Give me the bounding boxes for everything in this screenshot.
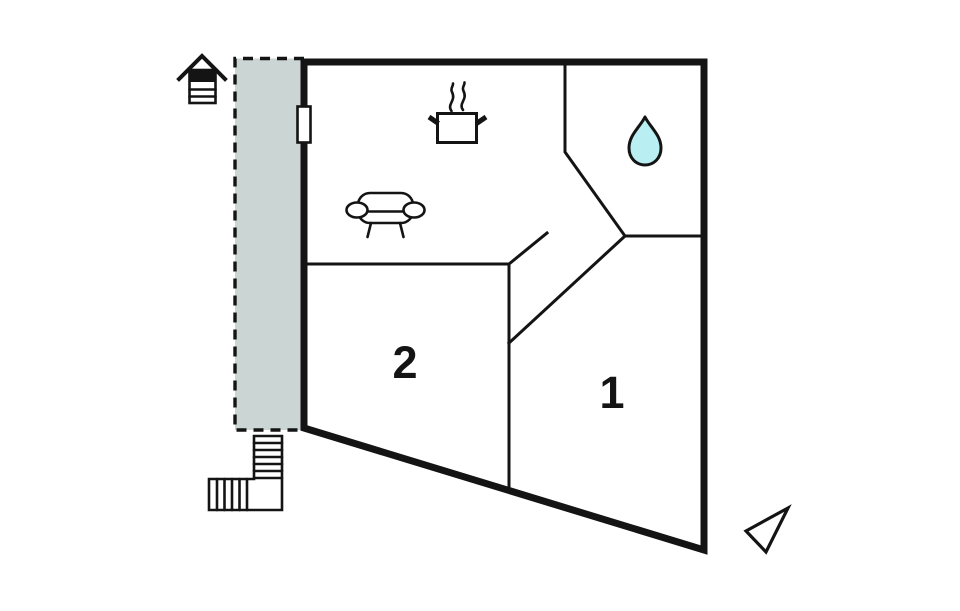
door-swing-line [506,230,550,267]
terrace-fill [235,58,304,430]
entrance-door-icon [296,105,312,144]
terrace-area [233,56,304,432]
sofa-icon [345,191,426,239]
stairs-icon [207,434,284,512]
water-drop-icon [627,115,663,167]
terrace-dashed-border [233,56,304,432]
interior-walls [302,60,706,493]
kitchen-icons [427,81,488,144]
pot-left-handle [427,114,440,126]
house-roof [176,53,228,82]
sofa-right-armrest [402,201,426,219]
bathroom-west-wall [506,60,627,346]
sofa-left-leg [366,221,373,239]
pot-right-handle [475,114,488,126]
room-1-label: 1 [599,367,624,418]
north-arrow-icon [743,504,792,555]
cooking-pot-icon [436,112,478,144]
sofa-left-armrest [345,201,369,219]
exterior-walls [300,58,708,555]
stairs-treads [215,441,284,512]
steam-icon [448,82,455,113]
steam-icon [460,81,466,112]
stairs-outline [207,434,284,512]
house-filled-floor [189,70,216,82]
sofa-right-leg [398,221,405,239]
room-2-label: 2 [392,337,417,388]
house-icon [176,53,228,105]
